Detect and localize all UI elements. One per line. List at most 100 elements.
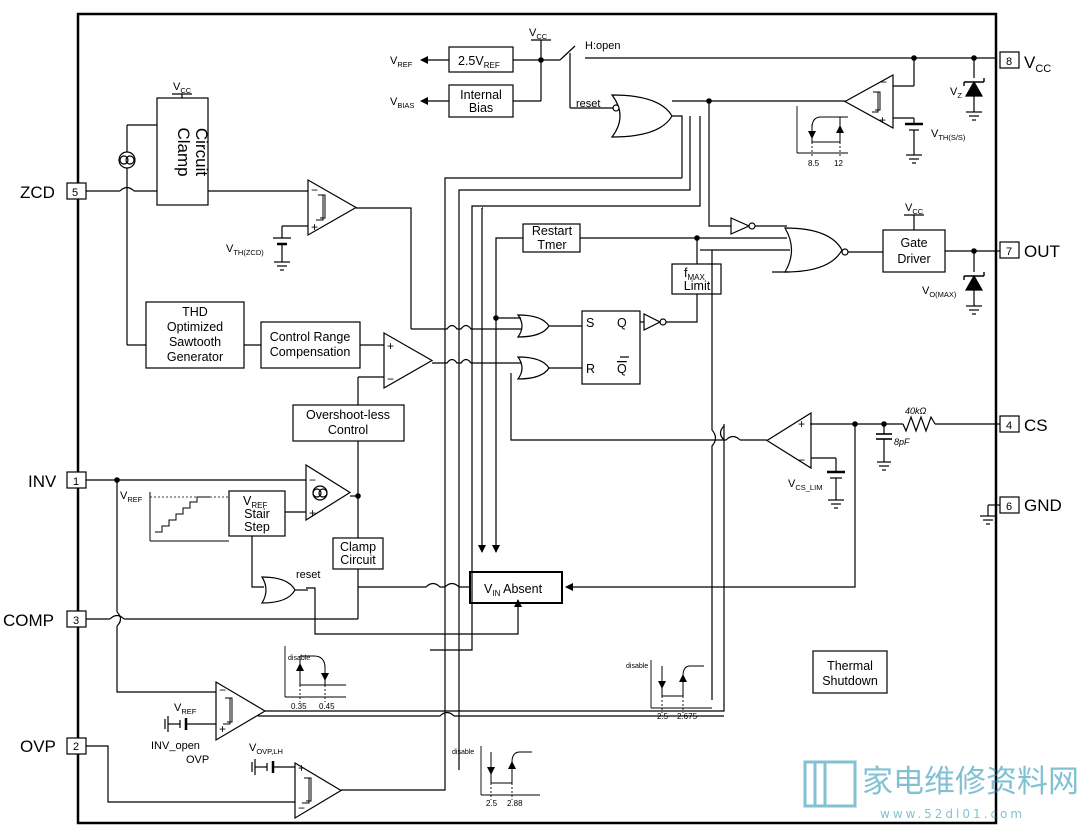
vin-absent-block	[469, 571, 563, 604]
ff-s-label: S	[586, 316, 594, 330]
restart-line2: Tmer	[537, 238, 566, 252]
or-gate-reset	[516, 356, 550, 380]
svg-text:−: −	[880, 75, 887, 89]
vcc-top-label: VCC	[529, 27, 548, 41]
svg-text:−: −	[298, 801, 305, 815]
inv-open-label: INV_open	[151, 740, 200, 752]
vin-graph	[650, 660, 712, 713]
vref25-text: 2.5VREF	[458, 54, 500, 70]
vin-graph-t1: 2.5	[657, 712, 669, 721]
or-gate-top	[610, 94, 673, 138]
svg-text:−: −	[309, 473, 316, 487]
svg-text:+: +	[309, 506, 316, 520]
uvlo-graph	[796, 106, 848, 158]
svg-text:+: +	[219, 722, 226, 736]
inv-graph-t2: 0.45	[319, 702, 335, 711]
vz-zener	[964, 80, 984, 97]
current-source-zcd	[118, 151, 136, 169]
inv-open-graph	[284, 646, 346, 702]
watermark-url: www.52dl01.com	[880, 807, 1025, 821]
ovp-graph	[480, 746, 540, 800]
pin-out-label: OUT	[1024, 242, 1060, 261]
gate-driver-line1: Gate	[900, 236, 927, 250]
fmax-line1: fMAX	[684, 266, 705, 282]
vref-out-label: VREF	[390, 55, 413, 69]
svg-text:+: +	[298, 761, 305, 775]
svg-text:+: +	[311, 220, 318, 234]
cs-comparator	[765, 411, 812, 470]
thd-sawtooth-block	[145, 301, 245, 369]
ota-symbol	[312, 485, 328, 501]
zcd-comparator	[307, 178, 358, 237]
vth-ss-label: VTH(S/S)	[931, 128, 966, 142]
vref-stair-line3: Step	[244, 520, 270, 534]
vovp-lh-label: VOVP,LH	[249, 742, 283, 756]
clamp-mid-line1: Clamp	[340, 540, 376, 554]
inv-graph-t1: 0.35	[291, 702, 307, 711]
reset-mid-label: reset	[296, 569, 320, 581]
internal-bias-line2: Bias	[469, 101, 493, 115]
pin-vcc-num: 8	[1006, 56, 1012, 68]
vomax-zener	[964, 274, 984, 291]
hopen-label: H:open	[585, 40, 620, 52]
pin-zcd-label: ZCD	[20, 183, 55, 202]
ovp-graph-title: disable	[452, 749, 474, 756]
pin-vcc-label: VCC	[1024, 53, 1051, 75]
chip-outline	[76, 12, 998, 825]
vcc-clamp-label: VCC	[173, 81, 192, 95]
vbias-out-label: VBIAS	[390, 96, 414, 110]
pin-out-num: 7	[1006, 246, 1012, 258]
pin-comp-label: COMP	[3, 611, 54, 630]
inv-graph-title: disable	[288, 655, 310, 662]
ovp-sub-label: OVP	[186, 754, 209, 766]
pin-ovp-num: 2	[73, 741, 79, 753]
vin-graph-t2: 2.675	[677, 712, 698, 721]
thd-line4: Generator	[167, 350, 223, 364]
ff-r-label: R	[586, 362, 595, 376]
vcc-gate-label: VCC	[905, 202, 924, 216]
gate-driver-line2: Driver	[897, 252, 930, 266]
thermal-shutdown-block	[812, 650, 888, 694]
vref-stair-line1: VREF	[243, 494, 267, 510]
fmax-line2: Limit	[684, 279, 711, 293]
svg-text:+: +	[387, 339, 394, 353]
svg-text:−: −	[387, 372, 394, 386]
inv-comparator	[305, 463, 352, 522]
watermark-text: 家电维修资料网	[862, 764, 1079, 800]
comparator-signs: −+ −+ +− −+ +− −+ +−	[219, 75, 887, 815]
thd-line2: Optimized	[167, 320, 223, 334]
sr-flipflop	[581, 310, 641, 385]
pin-comp-num: 3	[73, 615, 79, 627]
internal-bias-line1: Internal	[460, 88, 502, 102]
vref-ovp-label: VREF	[174, 702, 197, 716]
clamp-mid-line2: Circuit	[340, 553, 376, 567]
vth-zcd-label: VTH(ZCD)	[226, 243, 264, 257]
svg-text:−: −	[798, 453, 805, 467]
uvlo-graph-t2: 12	[834, 159, 843, 168]
reset-top-label: reset	[576, 98, 600, 110]
watermark: 家电维修资料网 www.52dl01.com	[803, 760, 1079, 821]
restart-line1: Restart	[532, 224, 573, 238]
thd-line3: Sawtooth	[169, 335, 221, 349]
clamp-top-line1: Clamp	[174, 127, 193, 176]
vref-inv-label: VREF	[120, 490, 143, 504]
pin-ovp-label: OVP	[20, 737, 56, 756]
svg-text:+: +	[798, 417, 805, 431]
pwm-comparator	[383, 331, 434, 390]
or-gate-set	[516, 314, 550, 338]
ovp-graph-t1: 2.5	[486, 799, 498, 808]
inv-open-comparator	[215, 680, 267, 742]
pin-gnd-num: 6	[1006, 501, 1012, 513]
c8p-label: 8pF	[894, 437, 910, 447]
ovp-graph-t2: 2.88	[507, 799, 523, 808]
vref-stair-line2: Stair	[244, 507, 270, 521]
svg-text:+: +	[879, 113, 886, 127]
ovp-comparator	[294, 761, 343, 820]
pin-inv-num: 1	[73, 476, 79, 488]
inverter-q	[643, 313, 662, 331]
vref-stair-block	[228, 490, 286, 537]
vcs-lim-label: VCS_LIM	[788, 478, 822, 492]
vin-graph-title: disable	[626, 663, 648, 670]
pin-cs-num: 4	[1006, 420, 1012, 432]
